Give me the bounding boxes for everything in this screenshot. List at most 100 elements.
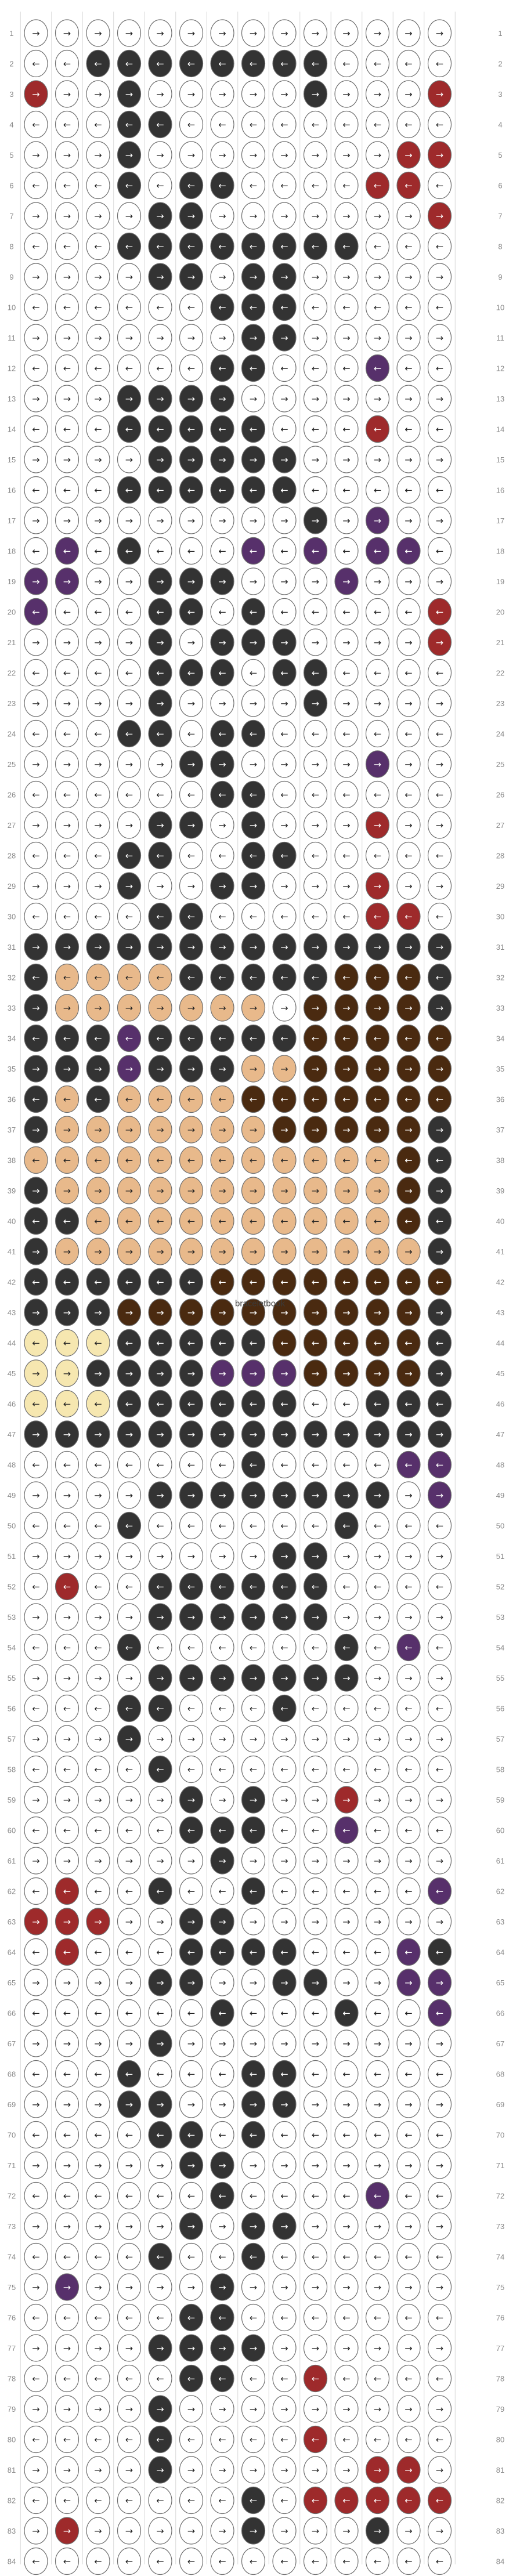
knot[interactable]: ← bbox=[86, 354, 110, 382]
knot[interactable]: → bbox=[303, 1664, 328, 1692]
knot[interactable]: → bbox=[396, 2029, 421, 2057]
knot[interactable]: → bbox=[334, 2395, 359, 2423]
knot[interactable]: ← bbox=[396, 598, 421, 626]
knot[interactable]: → bbox=[86, 141, 110, 169]
knot[interactable]: ← bbox=[24, 232, 48, 261]
knot[interactable]: → bbox=[117, 506, 142, 534]
knot[interactable]: → bbox=[396, 2517, 421, 2545]
knot[interactable]: ← bbox=[427, 354, 452, 382]
knot[interactable]: ← bbox=[334, 780, 359, 809]
knot[interactable]: ← bbox=[24, 293, 48, 321]
knot[interactable]: → bbox=[210, 1055, 234, 1083]
knot[interactable]: → bbox=[148, 324, 172, 352]
knot[interactable]: ← bbox=[148, 49, 172, 78]
knot[interactable]: ← bbox=[210, 232, 234, 261]
knot[interactable]: ← bbox=[148, 171, 172, 200]
knot[interactable]: ← bbox=[241, 1572, 266, 1601]
knot[interactable]: → bbox=[148, 1969, 172, 1996]
knot[interactable]: ← bbox=[55, 171, 80, 200]
knot[interactable]: → bbox=[396, 141, 421, 169]
knot[interactable]: ← bbox=[272, 1572, 297, 1601]
knot[interactable]: ← bbox=[365, 293, 390, 321]
knot[interactable]: → bbox=[365, 1238, 390, 1265]
knot[interactable]: → bbox=[179, 1786, 204, 1814]
knot[interactable]: ← bbox=[210, 1694, 234, 1723]
knot[interactable]: ← bbox=[55, 293, 80, 321]
knot[interactable]: ← bbox=[179, 719, 204, 748]
knot[interactable]: ← bbox=[241, 2303, 266, 2332]
knot[interactable]: → bbox=[334, 2273, 359, 2301]
knot[interactable]: → bbox=[272, 1359, 297, 1387]
knot[interactable]: ← bbox=[334, 1755, 359, 1783]
knot[interactable]: → bbox=[148, 1847, 172, 1875]
knot[interactable]: → bbox=[55, 80, 80, 108]
knot[interactable]: ← bbox=[241, 902, 266, 931]
knot[interactable]: → bbox=[303, 2090, 328, 2118]
knot[interactable]: → bbox=[365, 2029, 390, 2057]
knot[interactable]: ← bbox=[148, 1329, 172, 1357]
knot[interactable]: → bbox=[427, 2090, 452, 2118]
knot[interactable]: ← bbox=[303, 1816, 328, 1844]
knot[interactable]: ← bbox=[241, 354, 266, 382]
knot[interactable]: → bbox=[241, 1542, 266, 1570]
knot[interactable]: → bbox=[55, 2090, 80, 2118]
knot[interactable]: ← bbox=[334, 598, 359, 626]
knot[interactable]: ← bbox=[365, 1938, 390, 1966]
knot[interactable]: → bbox=[55, 1603, 80, 1631]
knot[interactable]: → bbox=[334, 1847, 359, 1875]
knot[interactable]: → bbox=[241, 1786, 266, 1814]
knot[interactable]: → bbox=[86, 2395, 110, 2423]
knot[interactable]: ← bbox=[272, 719, 297, 748]
knot[interactable]: → bbox=[427, 933, 452, 961]
knot[interactable]: ← bbox=[24, 598, 48, 626]
knot[interactable]: → bbox=[334, 2029, 359, 2057]
knot[interactable]: ← bbox=[365, 2486, 390, 2515]
knot[interactable]: → bbox=[334, 141, 359, 169]
knot[interactable]: ← bbox=[86, 1390, 110, 1418]
knot[interactable]: → bbox=[148, 2212, 172, 2240]
knot[interactable]: → bbox=[86, 1420, 110, 1448]
knot[interactable]: → bbox=[55, 385, 80, 413]
knot[interactable]: ← bbox=[117, 1694, 142, 1723]
knot[interactable]: ← bbox=[55, 354, 80, 382]
knot[interactable]: → bbox=[179, 1116, 204, 1144]
knot[interactable]: → bbox=[272, 2517, 297, 2545]
knot[interactable]: → bbox=[210, 506, 234, 534]
knot[interactable]: → bbox=[117, 628, 142, 656]
knot[interactable]: ← bbox=[86, 2242, 110, 2271]
knot[interactable]: ← bbox=[427, 1085, 452, 1113]
knot[interactable]: ← bbox=[117, 1816, 142, 1844]
knot[interactable]: ← bbox=[24, 1207, 48, 1235]
knot[interactable]: → bbox=[86, 1298, 110, 1326]
knot[interactable]: → bbox=[117, 263, 142, 291]
knot[interactable]: → bbox=[303, 1908, 328, 1935]
knot[interactable]: → bbox=[86, 1055, 110, 1083]
knot[interactable]: ← bbox=[179, 2121, 204, 2149]
knot[interactable]: → bbox=[334, 933, 359, 961]
knot[interactable]: ← bbox=[117, 1085, 142, 1113]
knot[interactable]: → bbox=[86, 80, 110, 108]
knot[interactable]: → bbox=[117, 1359, 142, 1387]
knot[interactable]: → bbox=[24, 19, 48, 47]
knot[interactable]: ← bbox=[272, 1999, 297, 2027]
knot[interactable]: ← bbox=[148, 659, 172, 687]
knot[interactable]: → bbox=[427, 1055, 452, 1083]
knot[interactable]: → bbox=[210, 1847, 234, 1875]
knot[interactable]: → bbox=[396, 1177, 421, 1204]
knot[interactable]: ← bbox=[179, 2364, 204, 2393]
knot[interactable]: ← bbox=[179, 780, 204, 809]
knot[interactable]: → bbox=[365, 2090, 390, 2118]
knot[interactable]: → bbox=[86, 385, 110, 413]
knot[interactable]: ← bbox=[334, 1694, 359, 1723]
knot[interactable]: ← bbox=[272, 1816, 297, 1844]
knot[interactable]: → bbox=[210, 872, 234, 900]
knot[interactable]: ← bbox=[179, 1877, 204, 1905]
knot[interactable]: → bbox=[272, 1969, 297, 1996]
knot[interactable]: → bbox=[24, 1238, 48, 1265]
knot[interactable]: → bbox=[334, 1055, 359, 1083]
knot[interactable]: ← bbox=[86, 2364, 110, 2393]
knot[interactable]: ← bbox=[117, 1633, 142, 1662]
knot[interactable]: ← bbox=[303, 1633, 328, 1662]
knot[interactable]: ← bbox=[148, 963, 172, 992]
knot[interactable]: → bbox=[86, 2273, 110, 2301]
